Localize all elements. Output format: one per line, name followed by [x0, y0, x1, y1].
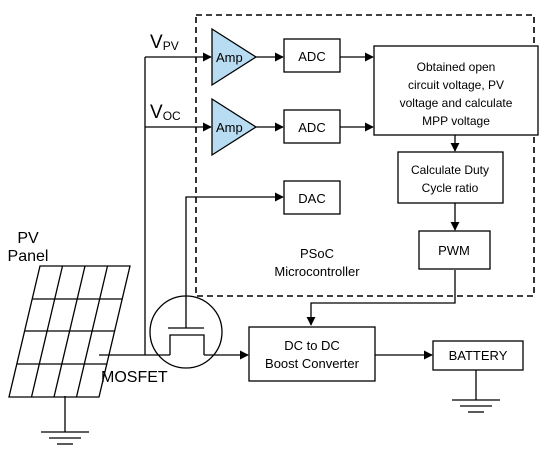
microcontroller-label: Microcontroller: [274, 264, 360, 279]
mosfet-label: MOSFET: [101, 369, 168, 386]
svg-text:ADC: ADC: [298, 49, 325, 64]
battery-block: BATTERY: [432, 340, 524, 371]
svg-text:Calculate Duty: Calculate Duty: [411, 163, 489, 177]
dac-block: DAC: [283, 180, 341, 215]
ground-symbol-battery: [452, 399, 500, 413]
psoc-boundary: [195, 14, 535, 297]
adc-1: ADC: [283, 38, 341, 73]
svg-text:Obtained open: Obtained open: [417, 60, 496, 74]
amplifier-2: Amp: [211, 97, 258, 157]
svg-text:BATTERY: BATTERY: [449, 348, 508, 363]
pv-panel-label-2: Panel: [8, 248, 49, 265]
svg-text:MPP voltage: MPP voltage: [422, 114, 490, 128]
svg-text:DC to DC: DC to DC: [284, 338, 340, 353]
vpv-label: VPV: [150, 32, 179, 53]
amplifier-1: Amp: [211, 27, 258, 87]
svg-text:voltage and calculate: voltage and calculate: [400, 96, 513, 110]
dc-dc-converter-block: DC to DC Boost Converter: [248, 326, 376, 382]
adc-2: ADC: [283, 109, 341, 144]
pv-panel: [8, 265, 131, 398]
svg-text:Cycle ratio: Cycle ratio: [422, 181, 479, 195]
svg-text:ADC: ADC: [298, 120, 325, 135]
svg-text:Amp: Amp: [216, 120, 243, 135]
pv-panel-label-1: PV: [17, 230, 39, 247]
mosfet-symbol: [149, 295, 223, 369]
svg-text:Amp: Amp: [216, 50, 243, 65]
pwm-block: PWM: [418, 230, 491, 270]
ground-symbol-panel: [41, 431, 89, 445]
svg-text:circuit voltage, PV: circuit voltage, PV: [408, 78, 504, 92]
psoc-label: PSoC: [300, 246, 334, 261]
voc-label: VOC: [150, 102, 181, 123]
svg-text:Boost Converter: Boost Converter: [265, 356, 360, 371]
svg-text:DAC: DAC: [298, 191, 325, 206]
svg-text:PWM: PWM: [438, 243, 470, 258]
obtain-voltage-block: Obtained open circuit voltage, PV voltag…: [373, 45, 539, 136]
duty-cycle-block: Calculate Duty Cycle ratio: [397, 151, 504, 204]
